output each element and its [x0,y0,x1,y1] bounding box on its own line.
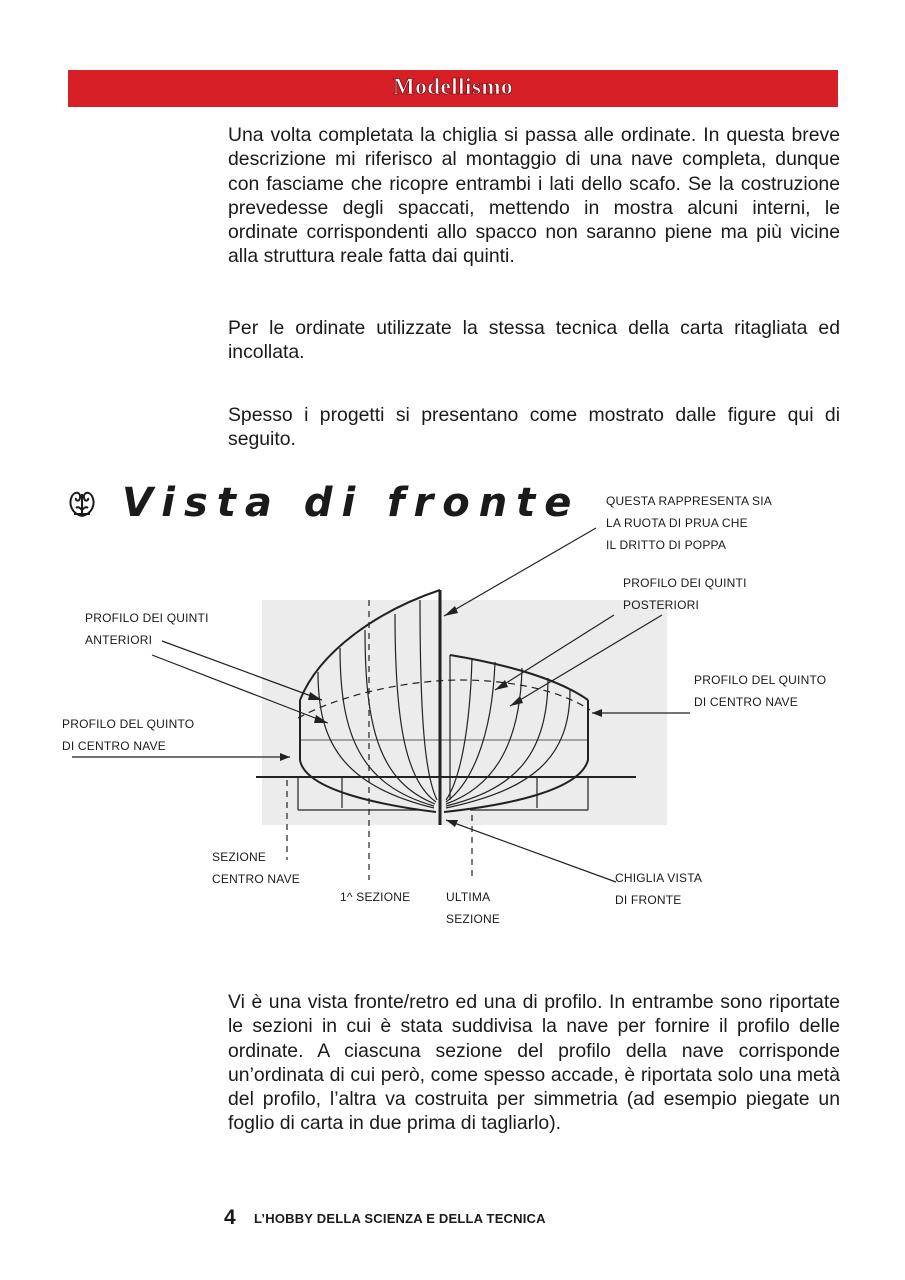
label-ruota-line3: il Dritto di poppa [606,538,727,552]
label-sez-centro-line2: centro nave [212,872,300,886]
label-sezione-centro: Sezione centro nave [212,846,300,890]
label-sez-centro-line1: Sezione [212,850,267,864]
label-prima-sez-line1: 1^ Sezione [340,890,411,904]
page-number: 4 [224,1206,236,1229]
label-centro-dx-line2: di centro nave [694,695,798,709]
label-prima-sezione: 1^ Sezione [340,886,410,908]
ornament-icon [69,491,95,517]
paragraph-1: Una volta completata la chiglia si passa… [228,124,840,268]
label-ruota-line2: la Ruota di prua che [606,516,748,530]
paragraph-4: Vi è una vista fronte/retro ed una di pr… [228,991,840,1135]
label-anteriori-line1: Profilo dei quinti [85,611,209,625]
paragraph-2: Per le ordinate utilizzate la stessa tec… [228,317,840,364]
header-title: Modellismo [393,74,513,100]
label-chiglia-line1: Chiglia vista [615,871,703,885]
label-centro-dx-line1: Profilo del quinto [694,673,827,687]
label-chiglia: Chiglia vista di fronte [615,867,702,911]
label-centro-nave-right: Profilo del quinto di centro nave [694,669,826,713]
label-quinti-anteriori: Profilo dei quinti anteriori [85,607,209,651]
label-centro-sx-line1: Profilo del quinto [62,717,195,731]
label-ultima-sezione: Ultima Sezione [446,886,500,930]
label-quinti-posteriori: Profilo dei quinti posteriori [623,572,747,616]
label-centro-nave-left: Profilo del quinto di centro nave [62,713,194,757]
header-band: Modellismo [68,70,838,107]
label-ruota-line1: Questa rappresenta sia [606,494,773,508]
publication-name: L’Hobby della Scienza e della Tecnica [254,1211,546,1226]
label-centro-sx-line2: di centro nave [62,739,166,753]
label-anteriori-line2: anteriori [85,633,153,647]
label-posteriori-line1: Profilo dei quinti [623,576,747,590]
label-ultima-line2: Sezione [446,912,501,926]
paragraph-3: Spesso i progetti si presentano come mos… [228,404,840,451]
figure-title: Vista di fronte [122,480,581,526]
label-posteriori-line2: posteriori [623,598,700,612]
label-chiglia-line2: di fronte [615,893,682,907]
label-ruota: Questa rappresenta sia la Ruota di prua … [606,490,772,556]
label-ultima-line1: Ultima [446,890,491,904]
